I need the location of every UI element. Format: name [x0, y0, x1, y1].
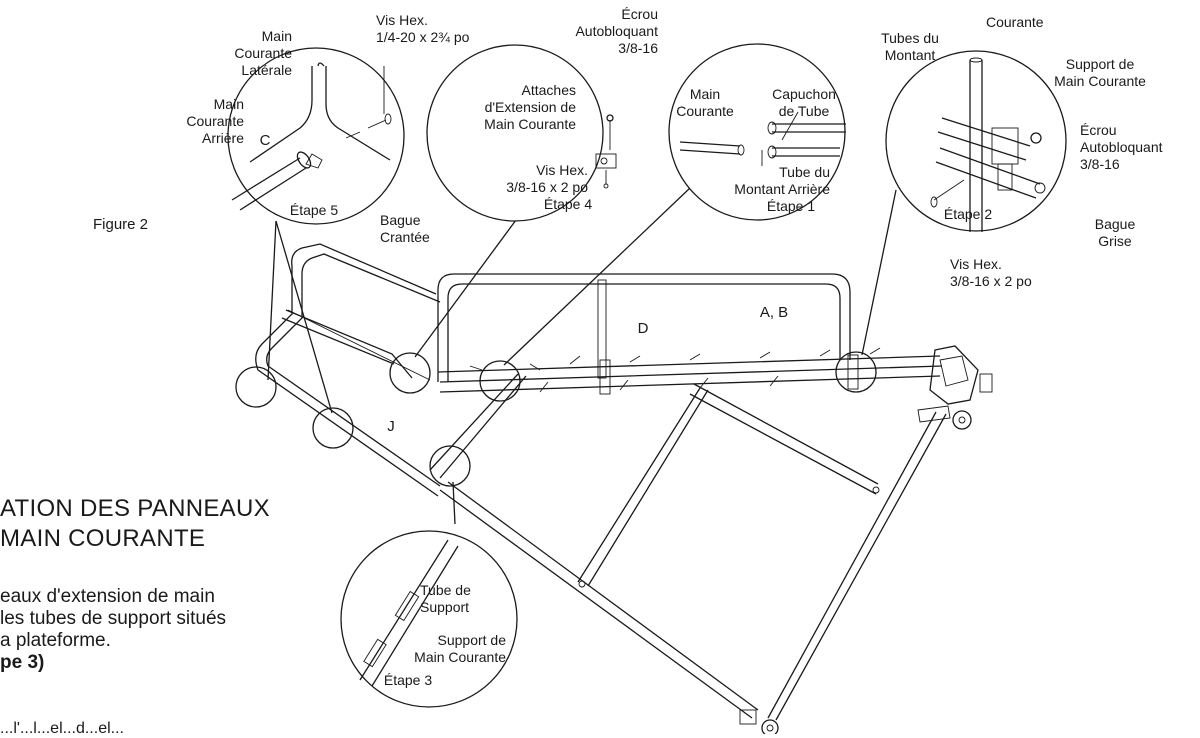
label-attaches: Attaches d'Extension de Main Courante — [484, 82, 576, 132]
label-ecrou-top: Écrou Autobloquant 3/8-16 — [575, 6, 658, 56]
detail-circle-etape-4 — [426, 44, 617, 222]
label-j: J — [387, 418, 395, 435]
handrail-a-b — [437, 273, 851, 382]
caster-top-right — [917, 345, 993, 430]
label-courante: Courante — [986, 14, 1044, 30]
label-etape-3: Étape 3 — [383, 672, 433, 688]
label-bague-crantee: Bague Crantée — [380, 212, 430, 245]
label-bague-grise: Bague Grise — [1094, 216, 1136, 249]
figure-label: Figure 2 — [93, 216, 149, 233]
label-support-main-courante: Support de Main Courante — [1054, 56, 1146, 89]
body-text: eaux d'extension de main les tubes de su… — [0, 586, 226, 674]
side-rail-j — [255, 243, 441, 497]
label-etape-2: Étape 2 — [943, 206, 993, 222]
section-heading: ATION DES PANNEAUX MAIN COURANTE — [0, 495, 270, 552]
detail-circle-etape-5 — [227, 47, 405, 225]
label-etape-4: Étape 4 — [543, 196, 593, 212]
label-c: C — [259, 132, 271, 149]
label-a-b: A, B — [759, 304, 789, 321]
ladder-legs — [429, 373, 947, 734]
label-main-courante-arriere: Main Courante Arrière — [186, 96, 244, 146]
label-main-courante-center: Main Courante — [676, 86, 734, 119]
label-ecrou-right: Écrou Autobloquant 3/8-16 — [1080, 122, 1163, 172]
body-line: eaux d'extension de main — [0, 586, 215, 607]
label-capuchon: Capuchon de Tube — [772, 86, 836, 119]
callout-circles — [235, 351, 877, 487]
detail-circle-etape-3 — [340, 530, 518, 708]
label-etape-1: Étape 1 — [766, 198, 816, 214]
body-line: a plateforme. — [0, 630, 111, 651]
body-cut-line: ...l'...l...el...d...el... — [0, 720, 124, 737]
label-d: D — [637, 320, 649, 337]
body-line: les tubes de support situés — [0, 608, 227, 629]
label-support-main-courante-bottom: Support de Main Courante — [414, 632, 506, 665]
label-vis-hex-38-center: Vis Hex. 3/8-16 x 2 po — [506, 162, 588, 195]
label-vis-hex-38-right: Vis Hex. 3/8-16 x 2 po — [950, 256, 1032, 289]
label-tube-montant-arriere: Tube du Montant Arrière — [734, 164, 830, 197]
label-vis-hex-quarter: Vis Hex. 1/4-20 x 2¾ po — [376, 12, 470, 45]
label-etape-5: Étape 5 — [289, 202, 339, 218]
label-tubes-du-montant: Tubes du Montant — [881, 30, 939, 63]
label-tube-de-support: Tube de Support — [420, 582, 471, 615]
body-line: pe 3) — [0, 652, 45, 673]
detail-circle-etape-1 — [668, 43, 846, 221]
leader-lines — [267, 187, 897, 525]
detail-circle-etape-2 — [885, 50, 1067, 232]
label-main-courante-laterale: Main Courante Latérale — [234, 28, 292, 78]
